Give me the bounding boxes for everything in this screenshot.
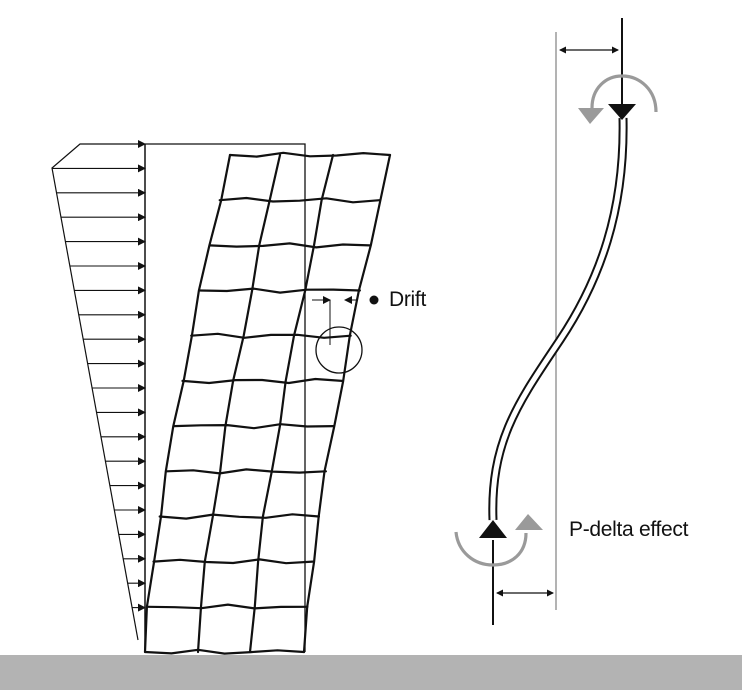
floor-line xyxy=(165,468,327,475)
load-arrows xyxy=(52,140,146,612)
column-line xyxy=(248,153,335,654)
column-line xyxy=(302,153,392,654)
moment-top-curved-arrow-icon xyxy=(590,74,658,113)
deformed-building-grid xyxy=(143,151,392,655)
ground-slab xyxy=(0,655,742,690)
p-delta-label: P-delta effect xyxy=(569,518,689,541)
undeformed-outline xyxy=(145,143,306,652)
p-delta-diagram xyxy=(454,18,658,625)
floor-line xyxy=(181,377,343,385)
floor-line xyxy=(147,603,309,610)
floor-line xyxy=(143,648,306,655)
column-line xyxy=(143,153,232,654)
drift-indicator xyxy=(312,295,379,374)
floor-line xyxy=(190,332,352,339)
deflected-column-inner xyxy=(490,117,626,521)
deflected-column-outer xyxy=(488,117,628,521)
top-load-arrowhead xyxy=(608,104,636,120)
moment-bottom-curved-arrow-icon xyxy=(454,531,528,567)
lateral-load-diagram xyxy=(51,140,146,652)
column-line xyxy=(196,153,282,654)
floor-line xyxy=(173,423,335,430)
load-envelope xyxy=(51,143,140,641)
floor-line xyxy=(158,513,320,520)
bottom-load-arrowhead xyxy=(479,520,507,538)
floor-line xyxy=(218,196,381,204)
drift-bullet-icon xyxy=(369,295,379,305)
floor-line xyxy=(152,558,314,565)
drift-circle xyxy=(315,326,363,374)
floor-line xyxy=(228,151,392,158)
drift-label: Drift xyxy=(389,288,426,311)
floor-line xyxy=(199,287,361,294)
floor-line xyxy=(208,242,371,249)
